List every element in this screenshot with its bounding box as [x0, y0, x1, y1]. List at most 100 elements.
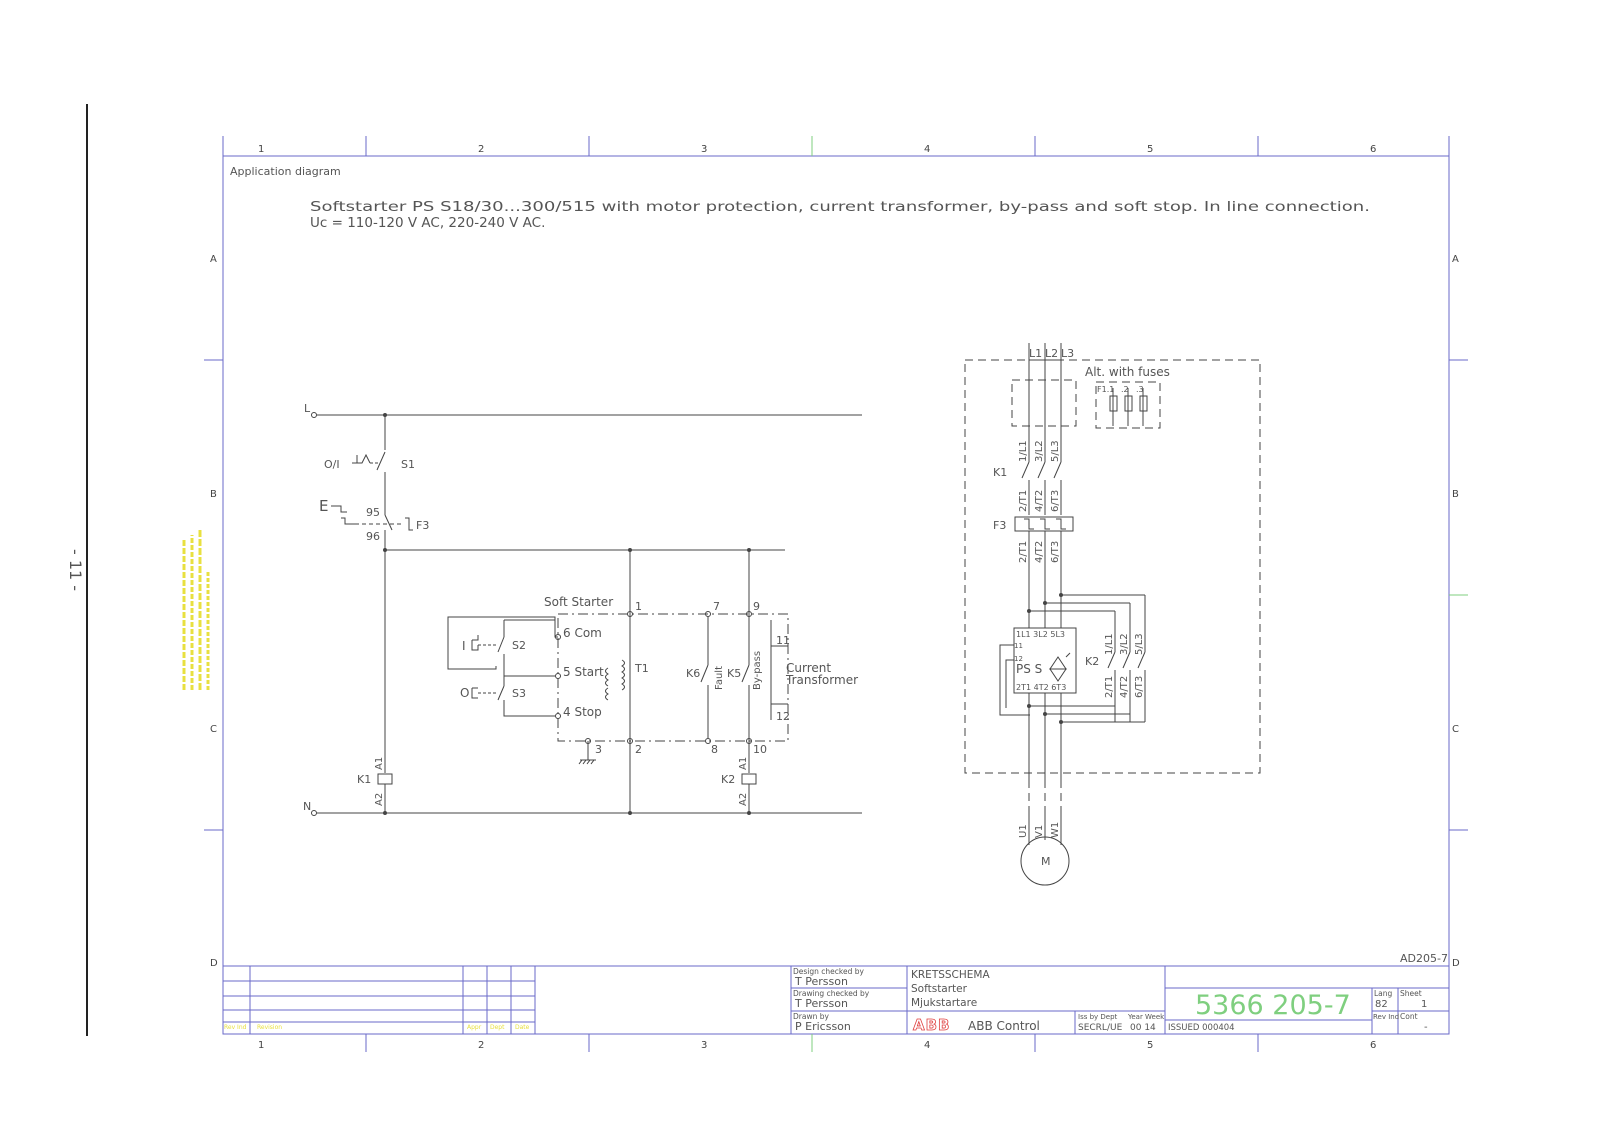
- drawing-checked-value: T Persson: [794, 997, 848, 1010]
- k2-top-1: 1/L1: [1104, 633, 1115, 655]
- row-label-d-left: D: [210, 958, 218, 969]
- line-n-label: N: [303, 800, 311, 813]
- row-label-d-right: D: [1452, 958, 1460, 969]
- row-label-b-right: B: [1452, 489, 1459, 500]
- diagram-label: Application diagram: [230, 165, 341, 178]
- terminal-2-label: 2: [635, 743, 642, 756]
- col-label-6-bottom: 6: [1370, 1040, 1376, 1051]
- f3-95-label: 95: [366, 506, 380, 519]
- terminal-start-label: 5 Start: [563, 665, 604, 679]
- abb-logo: ABB: [913, 1016, 950, 1034]
- k2-top-3: 5/L3: [1134, 633, 1145, 655]
- control-circuit: L N O/I S1 E 95 96 F3 K1 A1: [303, 402, 862, 816]
- doc-number: 5366 205-7: [1195, 990, 1351, 1021]
- t1-label: T1: [634, 662, 649, 675]
- title-block: Rev Ind Revision Appr Dept Date Design c…: [223, 965, 1449, 1034]
- s3-symbol: O: [460, 686, 469, 700]
- s3-label: S3: [512, 687, 526, 700]
- rev-header-appr: Appr: [467, 1024, 482, 1031]
- fuse-f1-label: F1.1: [1097, 385, 1114, 394]
- iss-by-dept-label: Iss by Dept: [1078, 1013, 1118, 1021]
- terminal-9-label: 9: [753, 600, 760, 613]
- f3-bot-3: 6/T3: [1050, 541, 1061, 563]
- drawn-by-label: Drawn by: [793, 1012, 829, 1021]
- ct-label-1: Current: [786, 661, 831, 675]
- motor-label: M: [1041, 855, 1051, 868]
- k1-a2-label: A2: [374, 793, 385, 806]
- col-label-2-top: 2: [478, 144, 484, 155]
- page-number: - 11 -: [66, 549, 85, 591]
- drawn-by-value: P Ericsson: [795, 1020, 851, 1033]
- terminal-10-label: 10: [753, 743, 767, 756]
- f3-label: F3: [416, 519, 429, 532]
- col-label-4-top: 4: [924, 144, 930, 155]
- f3-bot-2: 4/T2: [1034, 541, 1045, 563]
- k1-bot-1: 2/T1: [1018, 490, 1029, 512]
- k1-coil-label: K1: [357, 773, 371, 786]
- col-label-1-bottom: 1: [258, 1040, 264, 1051]
- k1-a1-label: A1: [374, 757, 385, 770]
- k1-power-label: K1: [993, 466, 1007, 479]
- copyright-watermark: [182, 530, 210, 690]
- sheet-label: Sheet: [1400, 989, 1422, 998]
- motor-symbol: [1020, 836, 1070, 886]
- s1-onoff-label: O/I: [324, 458, 340, 471]
- phase-l3-label: L3: [1061, 347, 1074, 360]
- year-week-value: 00 14: [1130, 1023, 1156, 1033]
- rev-header-revind: Rev Ind: [224, 1024, 247, 1031]
- year-week-label: Year Week: [1127, 1013, 1165, 1021]
- terminal-3-label: 3: [595, 743, 602, 756]
- cont-value: -: [1424, 1022, 1428, 1033]
- company-name: ABB Control: [968, 1019, 1040, 1033]
- title-line-1: Softstarter PS S18/30...300/515 with mot…: [310, 199, 1370, 215]
- fault-label: Fault: [714, 666, 725, 690]
- alt-fuses-label: Alt. with fuses: [1085, 365, 1170, 379]
- rev-header-date: Date: [515, 1024, 530, 1031]
- s2-symbol: I: [462, 639, 466, 653]
- lang-value: 82: [1375, 999, 1388, 1010]
- k2-coil-label: K2: [721, 773, 735, 786]
- col-label-3-top: 3: [701, 144, 707, 155]
- row-label-c-left: C: [210, 724, 217, 735]
- terminal-8-label: 8: [711, 743, 718, 756]
- doc-title-1: KRETSSCHEMA: [911, 969, 990, 981]
- phase-l2-label: L2: [1045, 347, 1058, 360]
- k2-bot-2: 4/T2: [1119, 676, 1130, 698]
- k6-label: K6: [686, 667, 700, 680]
- ct-label-2: Transformer: [785, 673, 858, 687]
- motor-u1-label: U1: [1018, 824, 1029, 838]
- drawing-frame: [222, 155, 1450, 1035]
- issued-value: ISSUED 000404: [1168, 1023, 1235, 1033]
- line-l-label: L: [304, 402, 311, 415]
- doc-title-2: Softstarter: [911, 983, 968, 995]
- row-label-a-left: A: [210, 254, 217, 265]
- motor-w1-label: W1: [1050, 822, 1061, 838]
- rev-ind-label: Rev Ind: [1373, 1013, 1399, 1021]
- f3-96-label: 96: [366, 530, 380, 543]
- k2-top-2: 3/L2: [1119, 633, 1130, 655]
- ps-11-label: 11: [1014, 642, 1023, 650]
- soft-starter-label: Soft Starter: [544, 595, 613, 609]
- doc-code: AD205-7: [1400, 952, 1448, 965]
- k1-bot-2: 4/T2: [1034, 490, 1045, 512]
- ps-output-terminals: 2T1 4T2 6T3: [1016, 683, 1066, 692]
- ps-input-terminals: 1L1 3L2 5L3: [1016, 630, 1065, 639]
- drawing-checked-label: Drawing checked by: [793, 989, 870, 998]
- row-label-a-right: A: [1452, 254, 1459, 265]
- f3-reset-symbol: E: [319, 497, 328, 515]
- rev-header-revision: Revision: [257, 1024, 282, 1031]
- design-checked-value: T Persson: [794, 975, 848, 988]
- rev-header-dept: Dept: [490, 1024, 505, 1031]
- dept-value: SECRL/UE: [1078, 1023, 1123, 1033]
- terminal-11-label: 11: [776, 634, 790, 647]
- side-grid: [204, 359, 1468, 831]
- col-label-5-bottom: 5: [1147, 1040, 1153, 1051]
- sheet-value: 1: [1421, 999, 1427, 1010]
- terminal-7-label: 7: [713, 600, 720, 613]
- fuse-f2-label: .2: [1121, 385, 1129, 394]
- doc-title-3: Mjukstartare: [911, 997, 977, 1009]
- motor-v1-label: V1: [1034, 825, 1045, 838]
- k2-a2-label: A2: [738, 793, 749, 806]
- s2-label: S2: [512, 639, 526, 652]
